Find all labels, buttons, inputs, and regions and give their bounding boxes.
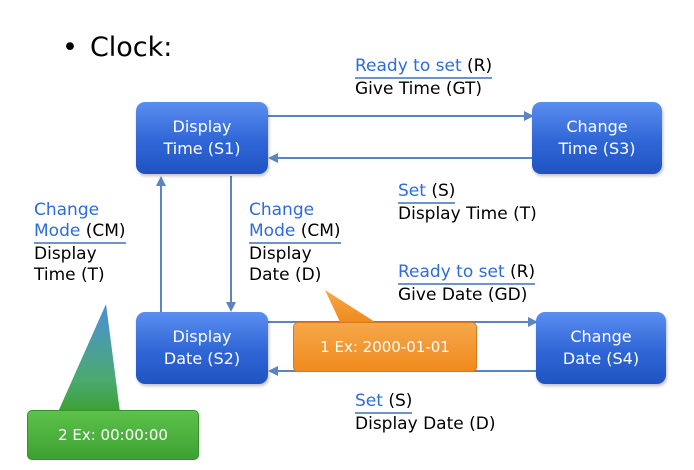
state-s4-line2: Date (S4) [562, 349, 640, 368]
slide-heading: • Clock: [62, 32, 172, 63]
event-code: (R) [461, 56, 493, 76]
action-give-date: Give Date (GD) [398, 285, 528, 305]
label-s4-to-s2: Set (S) Display Date (D) [355, 391, 495, 435]
action-display-date: Display Date (D) [355, 414, 496, 434]
state-s4-line1: Change [570, 327, 632, 346]
event-change: Change [34, 200, 100, 220]
label-s2-to-s1: Change Mode (CM) Display Time (T) [34, 200, 126, 286]
state-s2-line2: Date (S2) [163, 349, 241, 368]
action-date: Date (D) [249, 265, 322, 285]
action-display: Display [34, 244, 97, 264]
state-s2-line1: Display [172, 327, 232, 346]
event-mode: Mode [34, 221, 81, 241]
date-example-text: 1 Ex: 2000-01-01 [320, 338, 450, 356]
event-set: Set [355, 391, 383, 411]
state-change-time: Change Time (S3) [532, 102, 662, 174]
action-time: Time (T) [34, 265, 105, 285]
time-example-callout: 2 Ex: 00:00:00 [27, 410, 199, 460]
label-s3-to-s1: Set (S) Display Time (T) [398, 181, 537, 225]
state-change-date: Change Date (S4) [536, 312, 666, 384]
event-code: (S) [382, 391, 413, 411]
state-display-time: Display Time (S1) [136, 102, 268, 174]
state-s1-line2: Time (S1) [163, 139, 241, 158]
state-s1-line1: Display [172, 117, 232, 136]
action-display-time: Display Time (T) [398, 204, 537, 224]
event-code: (CM) [295, 221, 341, 241]
heading-text: Clock: [89, 32, 173, 63]
label-s1-to-s3: Ready to set (R) Give Time (GT) [355, 56, 493, 100]
event-ready-to-set: Ready to set [355, 56, 462, 76]
bullet-marker: • [62, 32, 78, 63]
action-display: Display [249, 244, 312, 264]
date-callout-pointer [325, 290, 375, 322]
event-set: Set [398, 181, 426, 201]
state-s3-line1: Change [566, 117, 628, 136]
event-code: (R) [504, 262, 536, 282]
label-s2-to-s4: Ready to set (R) Give Date (GD) [398, 262, 536, 306]
state-display-date: Display Date (S2) [136, 312, 268, 384]
state-s3-line2: Time (S3) [558, 139, 636, 158]
event-ready-to-set: Ready to set [398, 262, 505, 282]
event-code: (S) [425, 181, 456, 201]
event-change: Change [249, 200, 315, 220]
time-example-text: 2 Ex: 00:00:00 [58, 426, 168, 444]
date-example-callout: 1 Ex: 2000-01-01 [293, 322, 477, 372]
label-s1-to-s2: Change Mode (CM) Display Date (D) [249, 200, 341, 286]
event-mode: Mode [249, 221, 296, 241]
time-callout-pointer [58, 304, 120, 412]
action-give-time: Give Time (GT) [355, 79, 483, 99]
event-code: (CM) [80, 221, 126, 241]
